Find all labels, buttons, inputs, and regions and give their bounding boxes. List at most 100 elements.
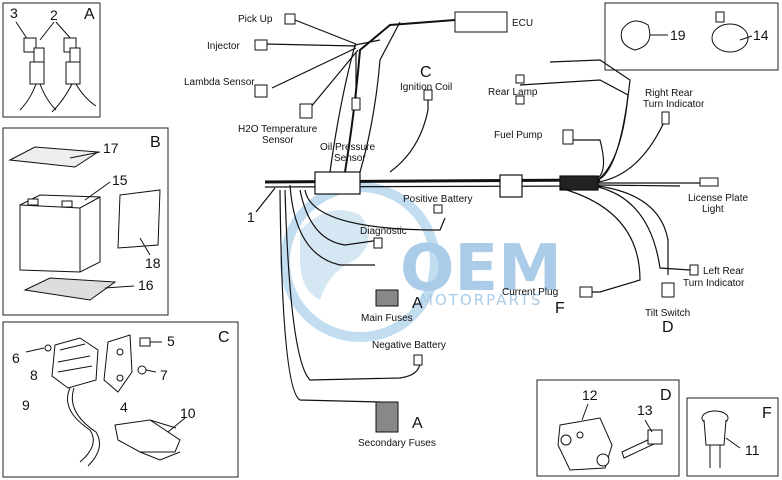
connector-shapes (254, 11, 719, 433)
panel-c-num-5: 5 (167, 333, 175, 349)
label-oil-line2: Sensor (334, 153, 366, 164)
license-connector-shape (699, 177, 719, 187)
tilt-switch-bolt (621, 419, 663, 459)
panel-c-num-4: 4 (120, 399, 128, 415)
label-ignition-coil: Ignition Coil (400, 82, 452, 93)
current-plug-socket (701, 410, 729, 468)
panel-d-num-12: 12 (582, 387, 598, 403)
watermark-subtitle: MOTORPARTS (420, 291, 543, 309)
callout-d-tilt: D (662, 319, 674, 336)
panel-b: B 17 15 18 16 (2, 127, 169, 316)
battery-pad-side (117, 189, 161, 249)
panel-clamps: 19 14 (604, 2, 779, 71)
panel-f: F 11 (686, 397, 779, 477)
label-license-line1: License Plate (688, 193, 748, 204)
panel-c-num-9: 9 (22, 397, 30, 413)
panel-f-letter: F (762, 405, 772, 422)
panel-c-num-7: 7 (160, 367, 168, 383)
label-right-rear-line2: Turn Indicator (643, 99, 705, 110)
label-right-rear-line1: Right Rear (645, 88, 693, 99)
panel-d-frame (536, 379, 680, 477)
label-left-rear-line2: Turn Indicator (683, 278, 745, 289)
current-plug-connector-shape (579, 286, 593, 298)
panel-a-num-2: 2 (50, 7, 58, 23)
callout-c-coil: C (420, 64, 432, 81)
oil-connector-shape (351, 97, 361, 111)
panel-c-letter: C (218, 329, 230, 346)
label-lambda-sensor: Lambda Sensor (184, 77, 255, 88)
label-fuel-pump: Fuel Pump (494, 130, 543, 141)
label-h2o-line1: H2O Temperature (238, 124, 318, 135)
label-positive-battery: Positive Battery (403, 194, 472, 205)
battery-pad-top (8, 146, 100, 168)
callouts: C A F D A 1 (247, 64, 674, 432)
panel-d: D 12 13 (536, 379, 680, 477)
panel-a-connector-right (51, 37, 97, 113)
spark-plug-cap (114, 417, 186, 461)
panel-clamps-num-14: 14 (753, 27, 769, 43)
panel-a-connector-left (19, 37, 57, 111)
watermark-continent (300, 210, 369, 300)
lambda-connector-shape (254, 84, 268, 98)
panel-c-num-6: 6 (12, 350, 20, 366)
positive-battery-terminal-shape (433, 204, 443, 214)
watermark: OEM MOTORPARTS (280, 182, 562, 342)
secondary-fuses-shape (375, 401, 399, 433)
callout-harness-1: 1 (247, 209, 255, 225)
label-oil-line1: Oil Pressure (320, 142, 375, 153)
callout-f-plug: F (555, 300, 565, 317)
rubber-grommet (620, 20, 651, 51)
watermark-logo: OEM (400, 232, 562, 306)
panel-d-num-13: 13 (637, 402, 653, 418)
tilt-switch (557, 417, 613, 471)
label-tilt-switch: Tilt Switch (645, 308, 690, 319)
panel-a-frame (2, 2, 101, 118)
diagnostic-connector-shape (373, 237, 383, 249)
tilt-connector-shape (661, 282, 675, 298)
pickup-connector-shape (284, 13, 296, 25)
panel-c-frame (2, 321, 239, 478)
coil-connector-shape (423, 89, 433, 101)
panel-b-num-18: 18 (145, 255, 161, 271)
fuel-pump-connector-shape (562, 129, 574, 145)
injector-connector-shape (254, 39, 268, 51)
ecu-connector-shape (454, 11, 508, 33)
panel-b-num-17: 17 (103, 140, 119, 156)
label-license-line2: Light (702, 204, 724, 215)
panel-b-num-15: 15 (112, 172, 128, 188)
label-diagnostic: Diagnostic (360, 226, 407, 237)
label-negative-battery: Negative Battery (372, 340, 446, 351)
cable-tie (711, 23, 749, 53)
panel-a-num-3: 3 (10, 5, 18, 21)
left-rear-connector-shape (689, 264, 699, 276)
negative-battery-terminal-shape (413, 354, 423, 366)
panel-b-num-16: 16 (138, 277, 154, 293)
h2o-connector-shape (299, 103, 313, 119)
connector-labels: ECU Pick Up Injector Lambda Sensor H2O T… (184, 14, 748, 449)
panel-clamps-frame (604, 2, 779, 71)
label-main-fuses: Main Fuses (361, 313, 413, 324)
panel-f-num-11: 11 (745, 442, 760, 458)
label-rear-lamp: Rear Lamp (488, 87, 538, 98)
ignition-coil (25, 337, 101, 467)
panel-b-frame (2, 127, 169, 316)
rear-lamp-connector-b (515, 95, 525, 105)
label-injector: Injector (207, 41, 240, 52)
panel-c-num-8: 8 (30, 367, 38, 383)
main-fuses-shape (375, 289, 399, 307)
label-pickup: Pick Up (238, 14, 273, 25)
label-left-rear-line1: Left Rear (703, 266, 745, 277)
panel-f-frame (686, 397, 779, 477)
label-secondary-fuses: Secondary Fuses (358, 438, 436, 449)
panel-b-letter: B (150, 134, 161, 151)
panel-a: A 3 2 (2, 2, 101, 118)
battery-pad-bottom (23, 277, 117, 301)
battery (19, 194, 101, 273)
coil-bracket (103, 334, 133, 393)
panel-clamps-num-19: 19 (670, 27, 686, 43)
rear-lamp-connector-a (515, 74, 525, 84)
right-rear-connector-shape (661, 111, 670, 125)
callout-a-secondary: A (412, 415, 423, 432)
